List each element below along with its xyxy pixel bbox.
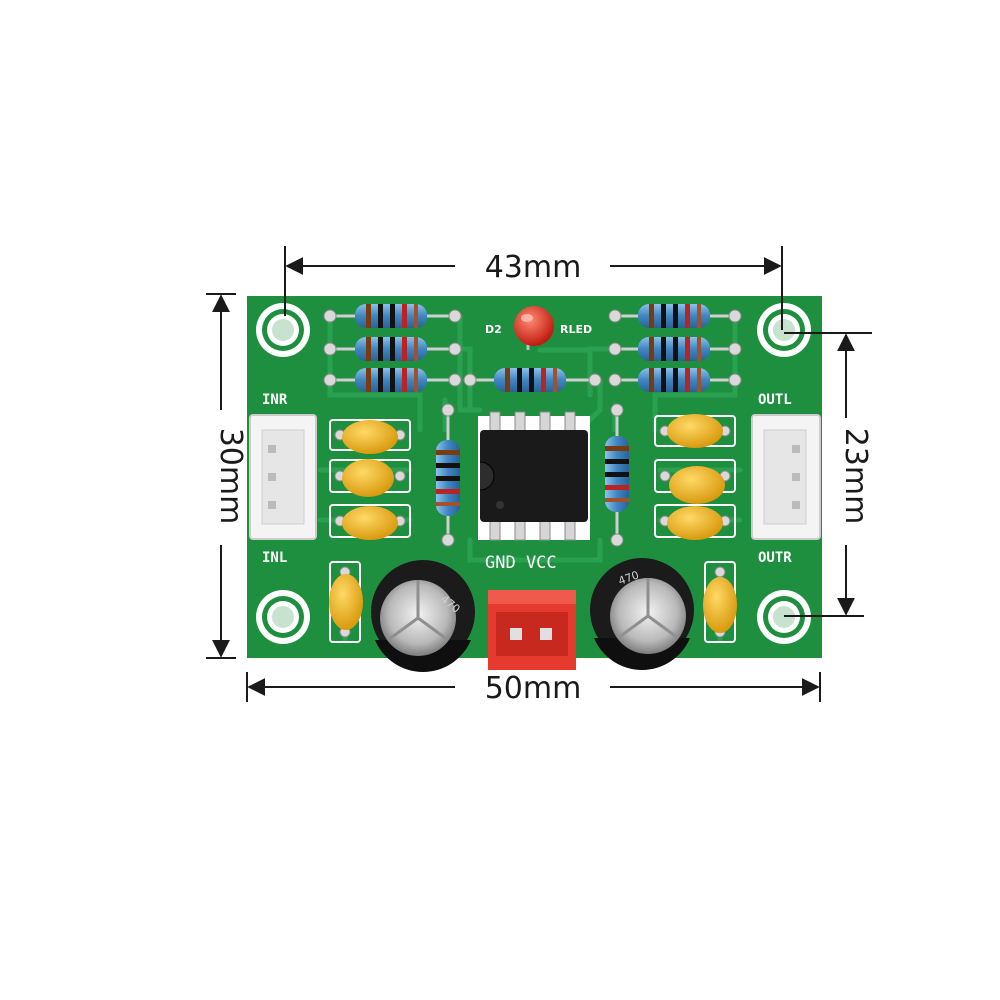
dimension-top: 43mm	[284, 246, 783, 330]
pcb-board: D2 RLED GND VCC	[247, 296, 822, 672]
label-outr: OUTR	[758, 550, 792, 566]
op-amp-ic-chip	[478, 411, 590, 541]
dimension-bottom: 50mm	[246, 671, 821, 706]
dimension-left-label: 30mm	[213, 428, 248, 525]
resistor-r3	[355, 368, 427, 392]
dimension-right: 23mm	[784, 332, 873, 617]
resistor-r7	[494, 368, 566, 392]
dimension-right-label: 23mm	[838, 428, 873, 525]
label-outl: OUTL	[758, 392, 792, 408]
ceramic-capacitors	[329, 414, 737, 633]
label-inl: INL	[262, 550, 287, 566]
dimension-left: 30mm	[206, 293, 248, 659]
input-connector	[249, 414, 317, 540]
mounting-hole-bottom-left	[256, 590, 310, 644]
dimension-top-label: 43mm	[485, 250, 582, 285]
label-d2: D2	[485, 323, 502, 336]
resistor-r1	[355, 304, 427, 328]
output-connector	[751, 414, 821, 540]
electrolytic-capacitor-right: 470	[590, 558, 694, 670]
dimension-bottom-label: 50mm	[485, 671, 582, 706]
resistor-r9	[605, 436, 629, 512]
resistor-r5	[638, 337, 710, 361]
electrolytic-capacitor-left: 470	[371, 560, 475, 672]
power-connector	[488, 590, 576, 670]
mounting-hole-top-left	[256, 303, 310, 357]
label-gnd-vcc: GND VCC	[485, 553, 557, 573]
resistor-r2	[355, 337, 427, 361]
label-rled: RLED	[560, 323, 592, 336]
mounting-hole-top-right	[757, 303, 811, 357]
led-d2	[514, 306, 554, 350]
resistor-r6	[638, 368, 710, 392]
resistor-r4	[638, 304, 710, 328]
label-inr: INR	[262, 392, 288, 408]
resistor-r8	[436, 440, 460, 516]
